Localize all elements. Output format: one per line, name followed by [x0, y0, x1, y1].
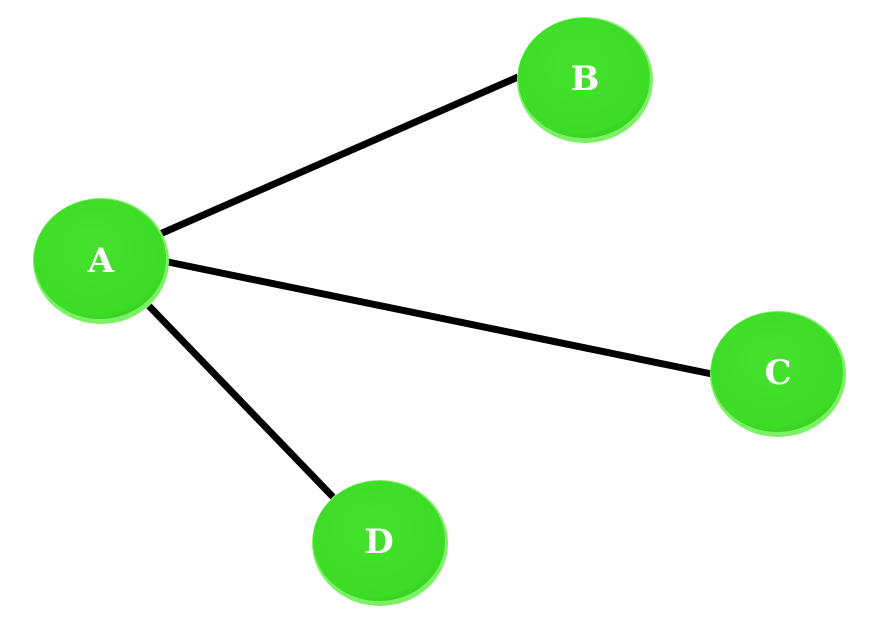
node-c-label: C [764, 353, 791, 393]
edge-a-d [146, 303, 336, 500]
node-b-label: B [571, 59, 600, 99]
node-c-circle [711, 312, 843, 432]
edges [146, 73, 713, 500]
node-a: A [33, 198, 169, 324]
node-b-circle [518, 18, 650, 138]
node-b: B [517, 17, 653, 143]
node-a-circle [34, 199, 166, 319]
node-c: C [710, 311, 846, 437]
node-d: D [312, 480, 448, 606]
edge-a-b [158, 73, 520, 238]
node-a-label: A [87, 241, 115, 281]
node-d-circle [313, 481, 445, 601]
node-d-label: D [364, 522, 393, 562]
edge-a-c [167, 258, 713, 378]
